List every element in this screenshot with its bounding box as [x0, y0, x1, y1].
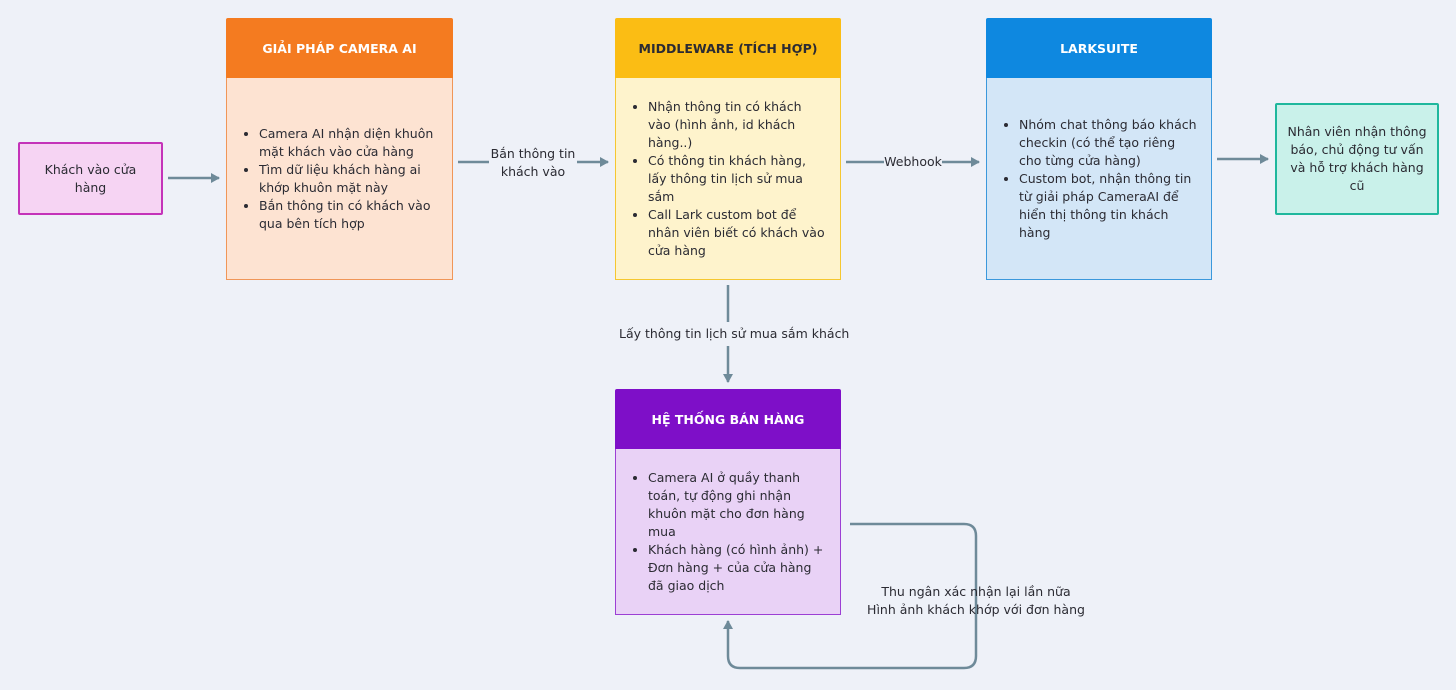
middleware-header: MIDDLEWARE (TÍCH HỢP) [615, 18, 841, 78]
edge-label-sales-loop-line1: Thu ngân xác nhận lại lần nữa [881, 584, 1071, 599]
sales-system-header: HỆ THỐNG BÁN HÀNG [615, 389, 841, 449]
camera-ai-item: Bắn thông tin có khách vào qua bên tích … [259, 197, 438, 233]
larksuite-panel: LARKSUITE Nhóm chat thông báo khách chec… [986, 18, 1212, 280]
sales-system-panel: HỆ THỐNG BÁN HÀNG Camera AI ở quầy thanh… [615, 389, 841, 615]
larksuite-item: Nhóm chat thông báo khách checkin (có th… [1019, 116, 1197, 170]
edge-label-middleware-to-sales: Lấy thông tin lịch sử mua sắm khách [616, 325, 849, 343]
middleware-item: Call Lark custom bot để nhân viên biết c… [648, 206, 826, 260]
middleware-panel: MIDDLEWARE (TÍCH HỢP) Nhận thông tin có … [615, 18, 841, 280]
middleware-title: MIDDLEWARE (TÍCH HỢP) [638, 40, 818, 56]
edge-label-camera-to-middleware: Bắn thông tin khách vào [490, 146, 576, 179]
larksuite-list: Nhóm chat thông báo khách checkin (có th… [999, 116, 1197, 242]
middleware-item: Nhận thông tin có khách vào (hình ảnh, i… [648, 98, 826, 152]
edge-label-middleware-to-lark: Webhook [884, 154, 942, 169]
staff-node: Nhân viên nhận thông báo, chủ động tư vấ… [1275, 103, 1439, 215]
start-node: Khách vào cửa hàng [18, 142, 163, 215]
camera-ai-body: Camera AI nhận diện khuôn mặt khách vào … [226, 78, 453, 280]
larksuite-item: Custom bot, nhận thông tin từ giải pháp … [1019, 170, 1197, 242]
larksuite-body: Nhóm chat thông báo khách checkin (có th… [986, 78, 1212, 280]
larksuite-header: LARKSUITE [986, 18, 1212, 78]
middleware-body: Nhận thông tin có khách vào (hình ảnh, i… [615, 78, 841, 280]
edge-label-sales-loop: Thu ngân xác nhận lại lần nữa Hình ảnh k… [860, 583, 1092, 619]
camera-ai-header: GIẢI PHÁP CAMERA AI [226, 18, 453, 78]
staff-node-text: Nhân viên nhận thông báo, chủ động tư vấ… [1287, 124, 1427, 193]
edge-label-sales-loop-line2: Hình ảnh khách khớp với đơn hàng [867, 602, 1085, 617]
sales-system-title: HỆ THỐNG BÁN HÀNG [651, 411, 805, 427]
camera-ai-item: Camera AI nhận diện khuôn mặt khách vào … [259, 125, 438, 161]
larksuite-title: LARKSUITE [1060, 40, 1138, 56]
middleware-item: Có thông tin khách hàng, lấy thông tin l… [648, 152, 826, 206]
camera-ai-panel: GIẢI PHÁP CAMERA AI Camera AI nhận diện … [226, 18, 453, 280]
sales-system-list: Camera AI ở quầy thanh toán, tự động ghi… [628, 469, 826, 595]
middleware-list: Nhận thông tin có khách vào (hình ảnh, i… [628, 98, 826, 260]
camera-ai-list: Camera AI nhận diện khuôn mặt khách vào … [239, 125, 438, 233]
start-node-text: Khách vào cửa hàng [44, 161, 137, 195]
sales-system-body: Camera AI ở quầy thanh toán, tự động ghi… [615, 449, 841, 615]
edge-sales-loop [723, 522, 978, 670]
sales-system-item: Khách hàng (có hình ảnh) + Đơn hàng + củ… [648, 541, 826, 595]
camera-ai-item: Tìm dữ liệu khách hàng ai khớp khuôn mặt… [259, 161, 438, 197]
camera-ai-title: GIẢI PHÁP CAMERA AI [262, 40, 417, 56]
sales-system-item: Camera AI ở quầy thanh toán, tự động ghi… [648, 469, 826, 541]
